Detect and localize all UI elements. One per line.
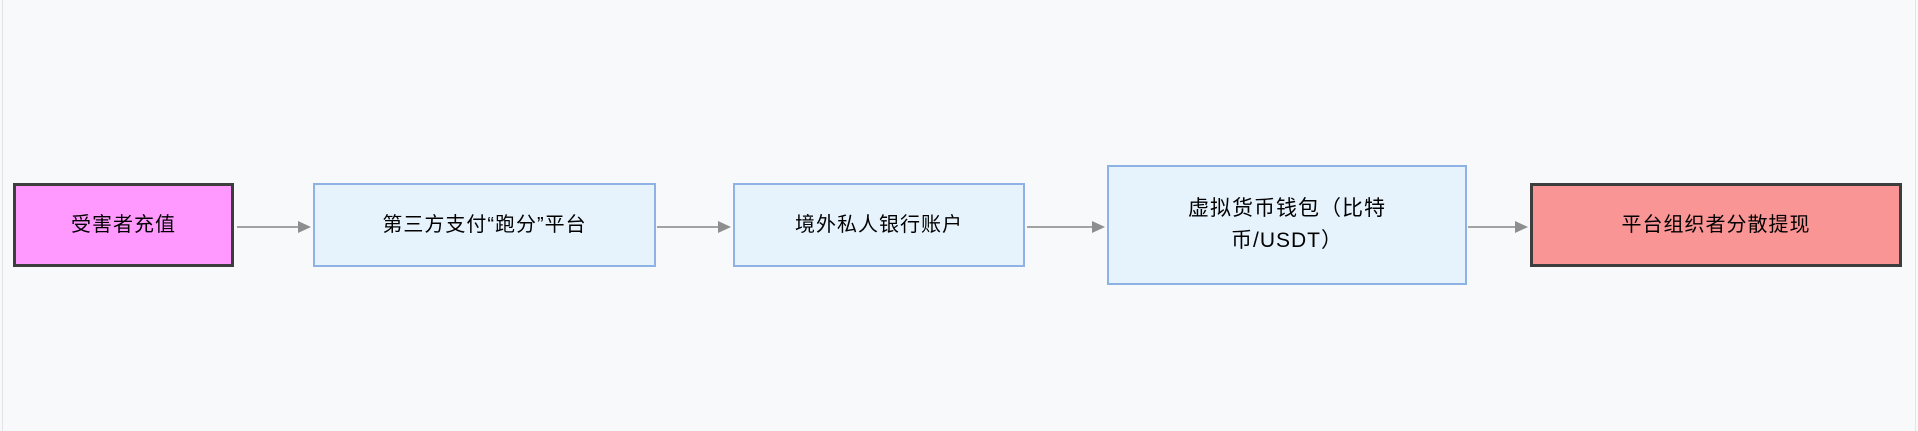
flow-arrow-2 (657, 221, 731, 233)
node-overseas-private-bank-account: 境外私人银行账户 (733, 183, 1025, 267)
node-overseas-private-bank-account-label: 境外私人银行账户 (795, 214, 963, 236)
right-edge-divider (1915, 0, 1916, 431)
flow-arrow-4 (1468, 221, 1528, 233)
node-victim-recharge-label: 受害者充值 (71, 214, 176, 236)
node-third-party-payment-platform-label: 第三方支付“跑分”平台 (382, 214, 587, 236)
node-crypto-wallet-label-line-1: 虚拟货币钱包（比特 (1188, 197, 1386, 220)
node-platform-organizer-withdrawal-label: 平台组织者分散提现 (1621, 214, 1811, 236)
flow-arrow-3 (1027, 221, 1105, 233)
node-victim-recharge: 受害者充值 (13, 183, 234, 267)
flow-arrow-1 (237, 221, 311, 233)
node-crypto-wallet: 虚拟货币钱包（比特 币/USDT） (1107, 165, 1467, 285)
node-crypto-wallet-label-line-2: 币/USDT） (1231, 229, 1343, 252)
node-platform-organizer-withdrawal: 平台组织者分散提现 (1530, 183, 1902, 267)
left-edge-divider (2, 0, 3, 431)
node-third-party-payment-platform: 第三方支付“跑分”平台 (313, 183, 656, 267)
